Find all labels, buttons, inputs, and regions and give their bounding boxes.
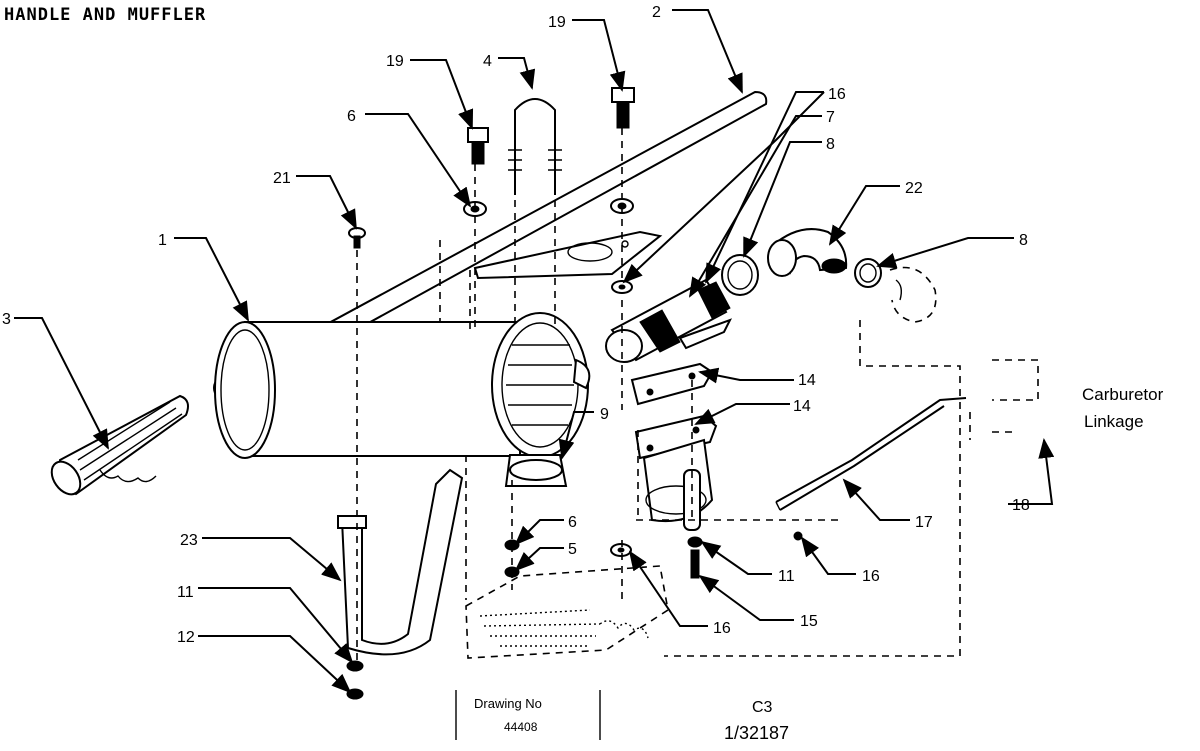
callout-22: 22 [905,180,923,197]
bolt-right [611,87,635,129]
u-bolt [508,98,562,195]
nut-11-right [687,536,703,548]
callout-7: 7 [826,109,835,126]
drawing-no-label: Drawing No [474,696,542,711]
callout-9: 9 [600,406,609,423]
engine-deck-sketch [465,565,669,659]
handle-bracket-plate [473,230,663,280]
callout-2: 2 [652,4,661,21]
callout-15: 15 [800,613,818,630]
support-strap [337,468,464,656]
exhaust-pipe [605,278,733,363]
diagram-title: HANDLE AND MUFFLER [4,5,206,25]
callout-17: 17 [915,514,933,531]
carburetor-label-line1: Carburetor [1082,385,1164,404]
callout-23: 23 [180,532,198,549]
callout-8-top: 8 [826,136,835,153]
heat-shield-upper [630,362,714,406]
callout-14-lower: 14 [793,398,811,415]
callout-19-left: 19 [386,53,404,70]
heat-shield-lower [634,414,718,460]
muffler-body [214,321,521,459]
washer-16-right [793,531,803,541]
callout-18: 18 [1012,497,1030,514]
callout-19-right: 19 [548,14,566,31]
callout-labels: 19 2 19 4 16 6 7 8 21 22 1 8 3 14 9 14 6… [2,4,1030,646]
callout-16-right: 16 [862,568,880,585]
callout-5: 5 [568,541,577,558]
drawing-number-box: Drawing No 44408 [455,690,601,740]
callout-3: 3 [2,311,11,328]
screw-21 [348,227,366,249]
carburetor-label-line2: Linkage [1084,412,1144,431]
stamp-date: 1/32187 [724,723,789,743]
exhaust-outlet [504,454,568,487]
gasket-ring-right [854,258,882,288]
callout-16-top: 16 [828,86,846,103]
stamp-code: C3 [752,699,773,716]
assembly-dashed-lines [356,128,1039,660]
gasket-ring-upper [721,254,759,296]
handle-grip [50,394,189,496]
muffler-end-cap [491,312,591,458]
callout-11-right: 11 [778,568,795,585]
carburetor-linkage-label: Carburetor Linkage [1082,385,1164,431]
leader-lines [14,9,1055,694]
callout-8-right: 8 [1019,232,1028,249]
throttle-link-rod [775,397,967,511]
drawing-no-value: 44408 [504,720,538,734]
revision-stamp: C3 1/32187 [724,699,789,743]
callout-1: 1 [158,232,167,249]
exhaust-elbow [767,228,848,277]
callout-14-upper: 14 [798,372,816,389]
callout-21: 21 [273,170,291,187]
carburetor-sketch [889,266,937,323]
bolt-left [467,127,489,165]
nut-11-left [346,660,364,672]
washer-16-lower [610,543,632,557]
washer-16-upper [611,280,633,294]
callout-12: 12 [177,629,195,646]
callout-6-top: 6 [347,108,356,125]
callout-11-left: 11 [177,584,194,601]
screw-15 [690,549,700,579]
callout-16-bottom: 16 [713,620,731,637]
callout-6-bottom: 6 [568,514,577,531]
callout-4: 4 [483,53,492,70]
